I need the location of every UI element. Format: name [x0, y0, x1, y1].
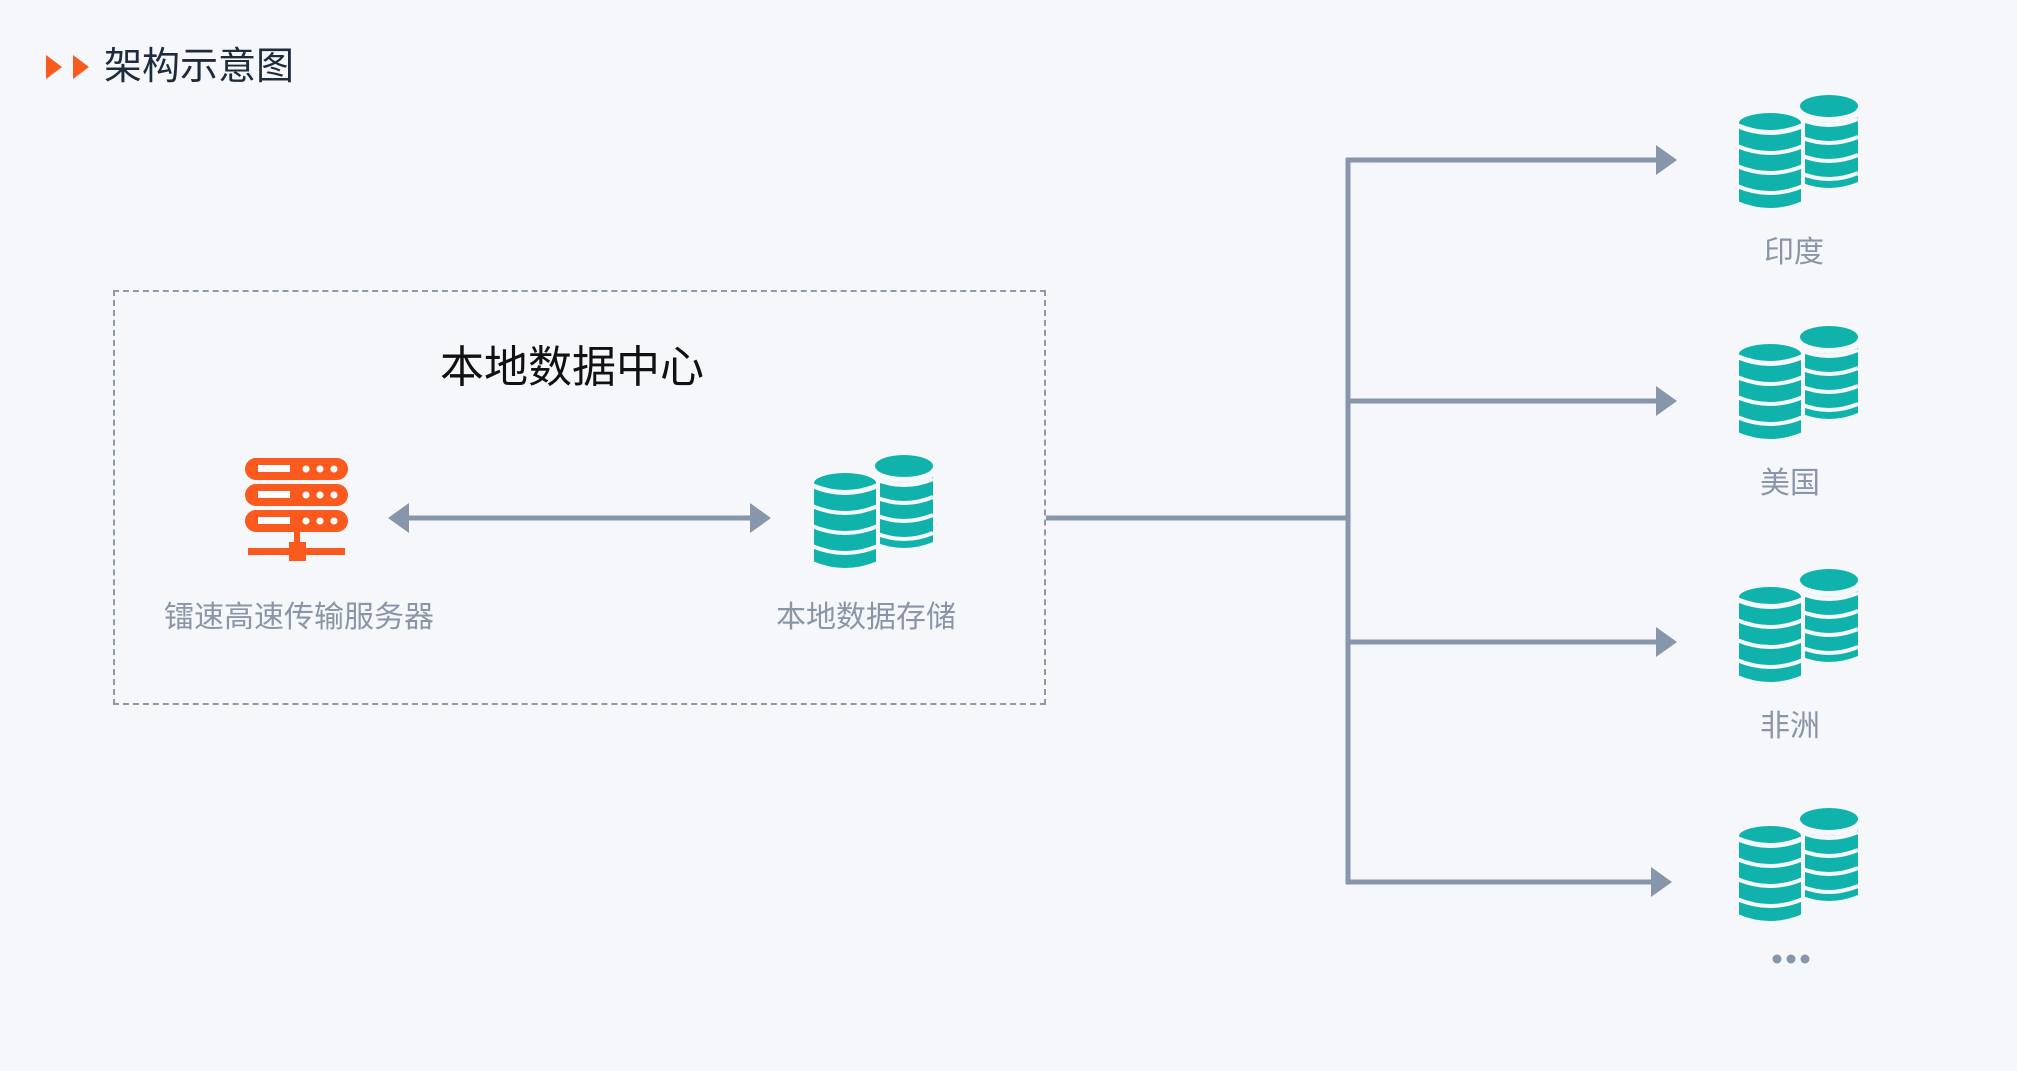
- database-icon: [810, 453, 935, 572]
- storage-label: 本地数据存储: [776, 600, 956, 635]
- arrowhead-3: [1656, 627, 1677, 657]
- arrowhead-left: [388, 503, 409, 533]
- destination-label-africa: 非洲: [1760, 709, 1820, 744]
- database-icon: [1735, 324, 1860, 443]
- arrowhead-2: [1656, 386, 1677, 416]
- arrowhead-right: [750, 503, 771, 533]
- page-title: 架构示意图: [104, 44, 295, 88]
- database-icon: [1735, 567, 1860, 686]
- local-datacenter-box: [113, 290, 1046, 705]
- database-icon: [1735, 806, 1860, 925]
- destination-label-usa: 美国: [1760, 466, 1820, 501]
- destination-label-india: 印度: [1764, 235, 1824, 270]
- server-label: 镭速高速传输服务器: [164, 600, 434, 635]
- database-icon: [1735, 93, 1860, 212]
- ellipsis-icon: [1772, 954, 1810, 964]
- server-icon: [245, 458, 348, 561]
- arrowhead-1: [1656, 145, 1677, 175]
- arrowhead-4: [1651, 867, 1672, 897]
- double-triangle-right-icon: [46, 55, 89, 79]
- local-datacenter-title: 本地数据中心: [440, 342, 704, 393]
